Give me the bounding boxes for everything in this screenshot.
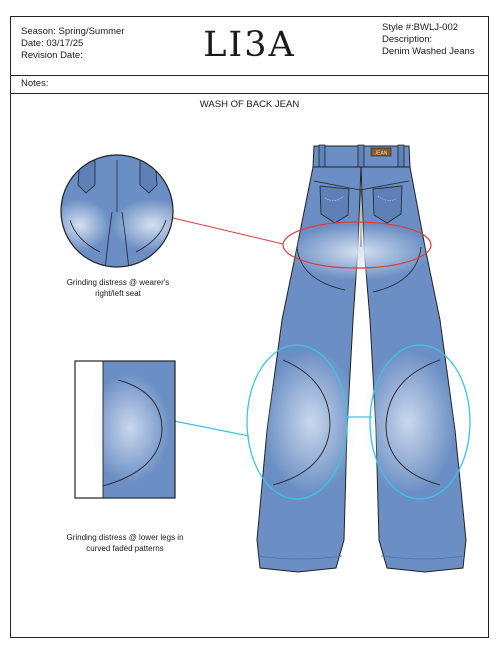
sheet-title: WASH OF BACK JEAN (199, 99, 300, 110)
right-seat-seam (372, 246, 422, 293)
legs-callout-caption: Grinding distress @ lower legs in curved… (40, 532, 210, 554)
right-leg-callout-ellipse (369, 344, 471, 500)
style-number: Style #:BWLJ-002 (382, 22, 459, 33)
seat-caption-line2: right/left seat (95, 289, 141, 298)
description-label: Description: (382, 34, 433, 45)
left-back-pocket (319, 185, 350, 224)
legs-caption-line2: curved faded patterns (86, 544, 164, 553)
brand-logo: LI3A (203, 25, 296, 65)
leg-detail-box-outline (74, 360, 176, 499)
revision-date: Revision Date: (21, 50, 83, 61)
notes-row: Notes: (11, 75, 488, 94)
brand-patch-text: JEAN (375, 151, 388, 157)
seat-callout-caption: Grinding distress @ wearer's right/left … (48, 277, 188, 299)
description: Denim Washed Jeans (382, 46, 475, 57)
left-knee-panel-seam (272, 359, 331, 486)
right-knee-fade (360, 350, 456, 494)
brand-patch (370, 147, 392, 157)
left-seat-seam (296, 246, 346, 291)
spec-sheet: Season: Spring/Summer Date: 03/17/25 Rev… (10, 16, 489, 638)
header-meta-right: Style #:BWLJ-002 Description: Denim Wash… (382, 22, 475, 58)
seat-callout-ellipse (282, 221, 432, 269)
right-back-pocket (372, 185, 403, 224)
notes-label: Notes: (21, 78, 49, 89)
date: Date: 03/17/25 (21, 38, 84, 49)
right-knee-panel-seam (385, 359, 441, 486)
seat-caption-line1: Grinding distress @ wearer's (66, 278, 170, 287)
left-knee-fade (263, 350, 359, 494)
back-yoke (313, 180, 410, 191)
header-meta-left: Season: Spring/Summer Date: 03/17/25 Rev… (21, 26, 125, 62)
leg-detail-box (75, 361, 175, 498)
seat-callout-leader (151, 212, 284, 245)
season: Season: Spring/Summer (21, 26, 125, 37)
back-jean-drawing: JEAN (256, 144, 467, 573)
legs-caption-line1: Grinding distress @ lower legs in (66, 533, 184, 542)
seat-detail-circle-outline (60, 154, 174, 268)
leg-callout-leader (163, 418, 250, 437)
header: Season: Spring/Summer Date: 03/17/25 Rev… (11, 17, 488, 76)
left-leg-callout-ellipse (246, 344, 348, 500)
